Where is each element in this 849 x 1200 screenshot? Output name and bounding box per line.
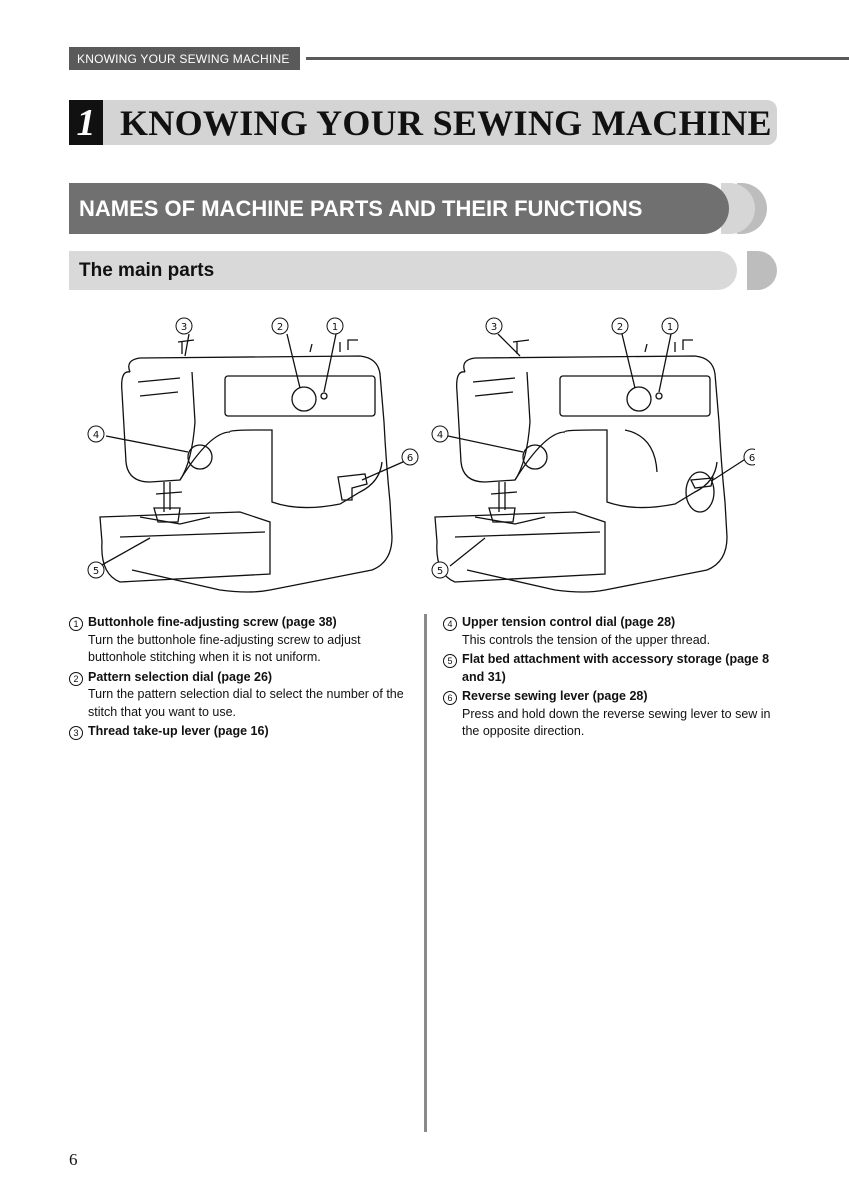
part-item-buttonhole-screw: 1 Buttonhole fine-adjusting screw (page … bbox=[69, 614, 409, 667]
svg-text:5: 5 bbox=[93, 566, 99, 577]
running-header-label: KNOWING YOUR SEWING MACHINE bbox=[69, 47, 300, 70]
section-title: NAMES OF MACHINE PARTS AND THEIR FUNCTIO… bbox=[79, 196, 643, 221]
callout-number: 4 bbox=[443, 617, 457, 631]
subsection-heading: The main parts bbox=[69, 251, 777, 290]
part-item-take-up-lever: 3 Thread take-up lever (page 16) bbox=[69, 723, 409, 741]
part-item-flat-bed: 5 Flat bed attachment with accessory sto… bbox=[443, 651, 788, 686]
part-description: Turn the buttonhole fine-adjusting screw… bbox=[88, 632, 361, 665]
svg-text:1: 1 bbox=[667, 322, 673, 333]
callout-number: 6 bbox=[443, 691, 457, 705]
part-item-reverse-lever: 6 Reverse sewing lever (page 28) Press a… bbox=[443, 688, 788, 741]
section-heading: NAMES OF MACHINE PARTS AND THEIR FUNCTIO… bbox=[69, 183, 777, 234]
part-description: Turn the pattern selection dial to selec… bbox=[88, 687, 404, 719]
svg-text:5: 5 bbox=[437, 566, 443, 577]
page-number: 6 bbox=[69, 1150, 78, 1169]
machine-illustration-right: 3 2 1 4 6 5 bbox=[395, 312, 761, 602]
callout-number: 1 bbox=[69, 617, 83, 631]
column-divider bbox=[424, 614, 427, 1132]
svg-text:6: 6 bbox=[749, 453, 755, 464]
part-item-pattern-dial: 2 Pattern selection dial (page 26) Turn … bbox=[69, 669, 409, 722]
chapter-heading: 1 KNOWING YOUR SEWING MACHINE bbox=[69, 100, 777, 145]
part-title: Thread take-up lever (page 16) bbox=[88, 724, 269, 738]
subsection-title: The main parts bbox=[79, 260, 215, 281]
part-description: This controls the tension of the upper t… bbox=[462, 632, 711, 647]
svg-text:1: 1 bbox=[332, 322, 338, 333]
svg-text:3: 3 bbox=[181, 322, 187, 333]
part-title: Buttonhole fine-adjusting screw (page 38… bbox=[88, 615, 337, 629]
part-description: Press and hold down the reverse sewing l… bbox=[462, 706, 771, 739]
parts-list-left: 1 Buttonhole fine-adjusting screw (page … bbox=[69, 614, 409, 743]
part-title: Reverse sewing lever (page 28) bbox=[462, 689, 648, 703]
part-title: Flat bed attachment with accessory stora… bbox=[462, 652, 770, 684]
svg-text:2: 2 bbox=[617, 322, 623, 333]
machine-illustration-left: 3 2 1 4 6 5 bbox=[60, 312, 420, 602]
callout-number: 5 bbox=[443, 654, 457, 668]
chapter-number: 1 bbox=[69, 100, 103, 145]
callout-number: 3 bbox=[69, 726, 83, 740]
svg-text:3: 3 bbox=[491, 322, 497, 333]
running-header-rule bbox=[305, 57, 849, 60]
section-bar bbox=[69, 183, 729, 234]
running-header: KNOWING YOUR SEWING MACHINE bbox=[69, 47, 849, 70]
svg-text:6: 6 bbox=[407, 453, 413, 464]
callout-number: 2 bbox=[69, 671, 83, 686]
svg-text:4: 4 bbox=[93, 430, 99, 441]
subsection-bar bbox=[69, 251, 737, 290]
svg-text:2: 2 bbox=[277, 322, 283, 333]
subsection-arc-decoration bbox=[747, 251, 777, 290]
part-item-tension-dial: 4 Upper tension control dial (page 28) T… bbox=[443, 614, 788, 649]
svg-text:4: 4 bbox=[437, 430, 443, 441]
parts-list-right: 4 Upper tension control dial (page 28) T… bbox=[443, 614, 788, 743]
chapter-title: KNOWING YOUR SEWING MACHINE bbox=[120, 103, 772, 143]
part-title: Pattern selection dial (page 26) bbox=[88, 669, 273, 684]
part-title: Upper tension control dial (page 28) bbox=[462, 615, 676, 629]
